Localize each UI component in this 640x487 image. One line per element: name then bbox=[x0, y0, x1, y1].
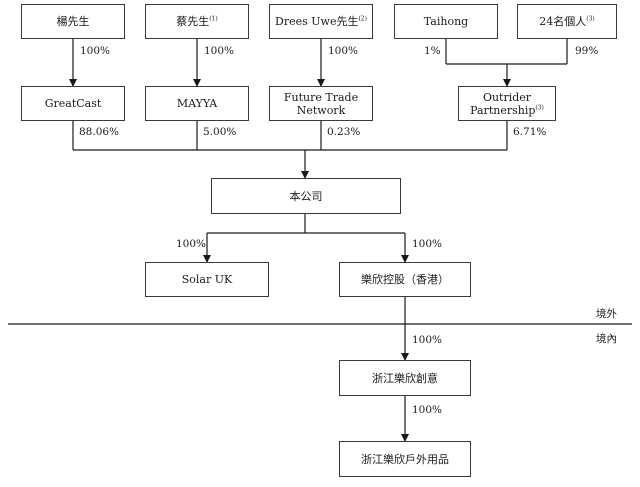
node-cai: 蔡先生(1) bbox=[145, 4, 249, 39]
pct-outrider-company: 6.71% bbox=[513, 126, 547, 138]
pct-yang-greatcast: 100% bbox=[80, 45, 111, 57]
node-zj-outdoor: 浙江樂欣戶外用品 bbox=[339, 441, 471, 477]
node-drees-label: Drees Uwe先生(2) bbox=[275, 15, 367, 28]
pct-chuangyi-outdoor: 100% bbox=[412, 404, 443, 416]
pct-individuals-outrider: 99% bbox=[575, 45, 599, 57]
node-drees: Drees Uwe先生(2) bbox=[269, 4, 373, 39]
footnote-marker: (2) bbox=[358, 15, 367, 23]
node-yang-label: 楊先生 bbox=[56, 15, 90, 28]
node-taihong: Taihong bbox=[394, 4, 498, 39]
node-mayya-label: MAYYA bbox=[176, 97, 218, 110]
pct-hk-chuangyi: 100% bbox=[412, 334, 443, 346]
node-greatcast: GreatCast bbox=[21, 86, 125, 121]
node-hk-holding: 樂欣控股（香港） bbox=[339, 262, 471, 297]
footnote-marker: (3) bbox=[535, 103, 544, 111]
node-yang: 楊先生 bbox=[21, 4, 125, 39]
node-zj-outdoor-label: 浙江樂欣戶外用品 bbox=[361, 452, 449, 466]
pct-future-company: 0.23% bbox=[327, 126, 361, 138]
node-company-label: 本公司 bbox=[289, 189, 323, 203]
node-zj-chuangyi: 浙江樂欣創意 bbox=[339, 360, 471, 396]
node-cai-label: 蔡先生(1) bbox=[176, 15, 218, 28]
node-taihong-label: Taihong bbox=[423, 15, 469, 28]
node-hk-holding-label: 樂欣控股（香港） bbox=[361, 273, 449, 286]
footnote-marker: (1) bbox=[209, 15, 218, 23]
pct-greatcast-company: 88.06% bbox=[79, 126, 120, 138]
pct-drees-future: 100% bbox=[328, 45, 359, 57]
node-individuals-label: 24名個人(3) bbox=[539, 15, 595, 28]
node-individuals: 24名個人(3) bbox=[517, 4, 617, 39]
region-onshore: 境內 bbox=[596, 333, 617, 345]
pct-taihong-outrider: 1% bbox=[424, 45, 441, 57]
pct-cai-mayya: 100% bbox=[204, 45, 235, 57]
pct-mayya-company: 5.00% bbox=[203, 126, 237, 138]
node-solar-uk: Solar UK bbox=[145, 262, 269, 297]
node-company: 本公司 bbox=[211, 178, 401, 214]
region-offshore: 境外 bbox=[596, 308, 617, 320]
node-zj-chuangyi-label: 浙江樂欣創意 bbox=[372, 371, 438, 385]
pct-company-hk: 100% bbox=[412, 238, 443, 250]
footnote-marker: (3) bbox=[586, 15, 595, 23]
node-greatcast-label: GreatCast bbox=[44, 97, 102, 110]
node-solar-uk-label: Solar UK bbox=[181, 273, 233, 286]
node-mayya: MAYYA bbox=[145, 86, 249, 121]
pct-company-solar: 100% bbox=[176, 238, 207, 250]
